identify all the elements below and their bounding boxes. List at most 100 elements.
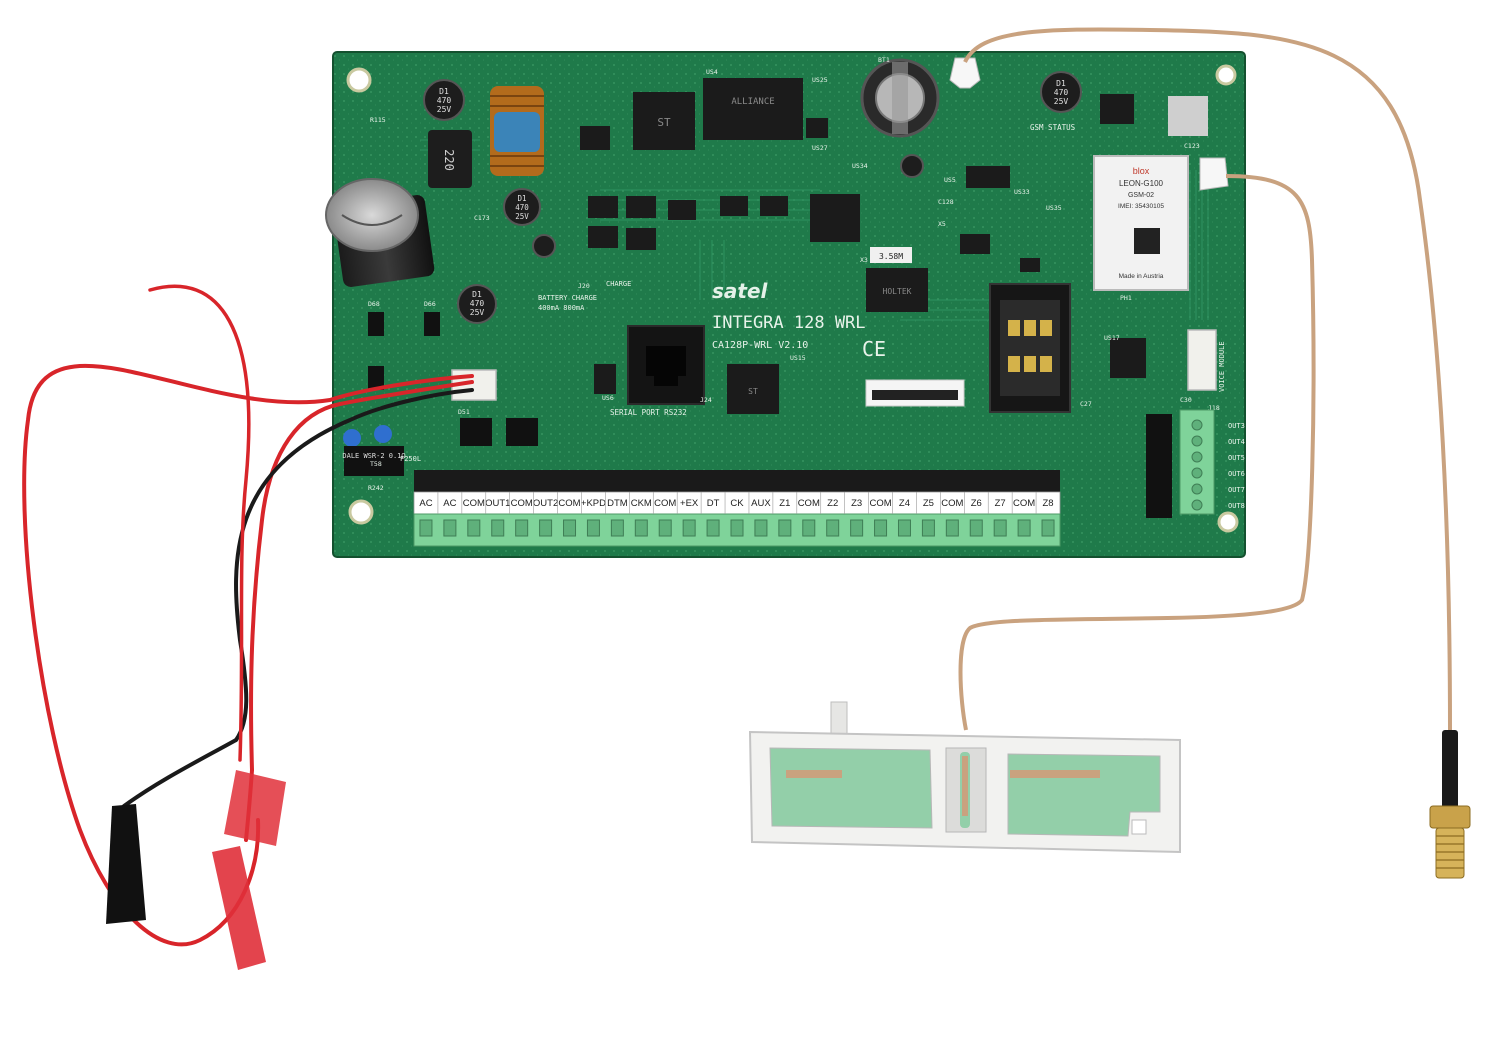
svg-text:US15: US15 <box>790 354 806 362</box>
svg-text:C30: C30 <box>1180 396 1192 404</box>
svg-text:J24: J24 <box>700 396 712 404</box>
svg-text:US4: US4 <box>706 68 718 76</box>
power-inductor: 220 <box>428 130 472 188</box>
serial-port-label: SERIAL PORT RS232 <box>610 408 687 417</box>
capacitor-3: D1 470 25V <box>457 284 497 324</box>
svg-text:D1: D1 <box>1056 79 1066 88</box>
svg-text:blox: blox <box>1133 166 1150 176</box>
terminal-screw <box>826 519 840 537</box>
svg-text:X5: X5 <box>938 220 946 228</box>
pcb-board: 220 D1 470 25V D1 470 25V D1 470 25V D1 … <box>325 51 1246 558</box>
small-capacitor <box>900 154 924 178</box>
svg-text:25V: 25V <box>437 105 452 114</box>
svg-text:US17: US17 <box>1104 334 1120 342</box>
svg-text:25V: 25V <box>515 212 529 221</box>
terminal-screw <box>419 519 433 537</box>
terminal-label: Z2 <box>827 498 838 509</box>
svg-text:C27: C27 <box>1080 400 1092 408</box>
terminal-label: Z1 <box>779 498 790 509</box>
terminal-screw <box>1017 519 1031 537</box>
charge-label: CHARGE <box>606 280 631 288</box>
inductor-coil <box>490 86 544 176</box>
svg-text:D66: D66 <box>424 300 436 308</box>
terminal-label: AUX <box>751 498 771 509</box>
svg-text:220: 220 <box>442 149 456 171</box>
coax-cable <box>958 27 1452 731</box>
terminal-screw <box>850 519 864 537</box>
battery-current: 400mA 800mA <box>538 304 585 312</box>
terminal-screw <box>682 519 696 537</box>
small-capacitor <box>532 234 556 258</box>
terminal-label: COM <box>798 498 820 509</box>
svg-text:D51: D51 <box>458 408 470 416</box>
output-label: OUT6 <box>1228 470 1245 478</box>
svg-text:C123: C123 <box>1184 142 1200 150</box>
terminal-label: COM <box>558 498 580 509</box>
terminal-label: AC <box>443 498 456 509</box>
terminal-screw <box>802 519 816 537</box>
svg-text:ST: ST <box>657 116 671 129</box>
transistors <box>368 312 1172 518</box>
terminal-screw <box>658 519 672 537</box>
output-label: OUT7 <box>1228 486 1245 494</box>
terminal-label: Z8 <box>1042 498 1053 509</box>
terminal-screw <box>897 519 911 537</box>
svg-text:D1: D1 <box>517 194 526 203</box>
terminal-label: Z5 <box>923 498 934 509</box>
svg-text:ALLIANCE: ALLIANCE <box>731 97 774 107</box>
terminal-label: +EX <box>680 498 699 509</box>
terminal-screw <box>586 519 600 537</box>
terminal-screw <box>1041 519 1055 537</box>
svg-text:US35: US35 <box>1046 204 1062 212</box>
svg-text:HOLTEK: HOLTEK <box>883 287 912 296</box>
terminal-label: Z6 <box>971 498 982 509</box>
ce-mark: CE <box>862 337 886 361</box>
terminal-label: COM <box>1013 498 1035 509</box>
fuse-label: F250L <box>400 455 421 463</box>
svg-text:25V: 25V <box>1054 97 1069 106</box>
mounting-hole <box>1215 64 1237 86</box>
battery-label: BATTERY CHARGE <box>538 294 597 302</box>
terminal-screw <box>730 519 744 537</box>
terminal-screw <box>945 519 959 537</box>
terminal-screw <box>467 519 481 537</box>
ic-chips: ST ALLIANCE HOLTEK ST <box>580 78 1208 414</box>
revision-label: CA128P-WRL V2.10 <box>712 340 808 351</box>
model-name: INTEGRA 128 WRL <box>712 313 866 333</box>
svg-text:D68: D68 <box>368 300 380 308</box>
terminal-label: OUT2 <box>533 498 558 509</box>
svg-text:J18: J18 <box>1208 404 1220 412</box>
brand-logo: satel <box>712 279 769 303</box>
output-label: OUT3 <box>1228 422 1245 430</box>
svg-text:GSM-02: GSM-02 <box>1128 192 1154 199</box>
output-screw <box>1191 467 1203 479</box>
terminal-label: COM <box>869 498 891 509</box>
terminal-screw <box>993 519 1007 537</box>
svg-text:US27: US27 <box>812 144 828 152</box>
svg-text:BT1: BT1 <box>878 56 890 64</box>
blue-capacitor <box>374 425 392 443</box>
mounting-hole <box>348 499 374 525</box>
gsm-module: blox LEON-G100 GSM-02 IMEI: 35430105 Mad… <box>1093 155 1189 291</box>
output-label: OUT4 <box>1228 438 1245 446</box>
terminal-screw <box>874 519 888 537</box>
output-screw <box>1191 499 1203 511</box>
svg-text:3.58M: 3.58M <box>879 252 903 261</box>
terminal-screw <box>491 519 505 537</box>
svg-text:470: 470 <box>515 203 529 212</box>
svg-text:470: 470 <box>470 299 485 308</box>
terminal-label: COM <box>463 498 485 509</box>
coin-battery <box>860 58 940 138</box>
terminal-screw <box>634 519 648 537</box>
mounting-hole <box>1217 511 1239 533</box>
terminal-label: CKM <box>631 498 652 509</box>
capacitor-4: D1 470 25V <box>1040 71 1082 113</box>
svg-text:X3: X3 <box>860 256 868 264</box>
battery-leads <box>22 284 474 947</box>
shunt-resistor: DALE WSR-2 0.1Ω <box>342 446 406 476</box>
svg-text:R115: R115 <box>370 116 386 124</box>
blue-capacitor <box>343 429 361 447</box>
svg-text:C173: C173 <box>474 214 490 222</box>
